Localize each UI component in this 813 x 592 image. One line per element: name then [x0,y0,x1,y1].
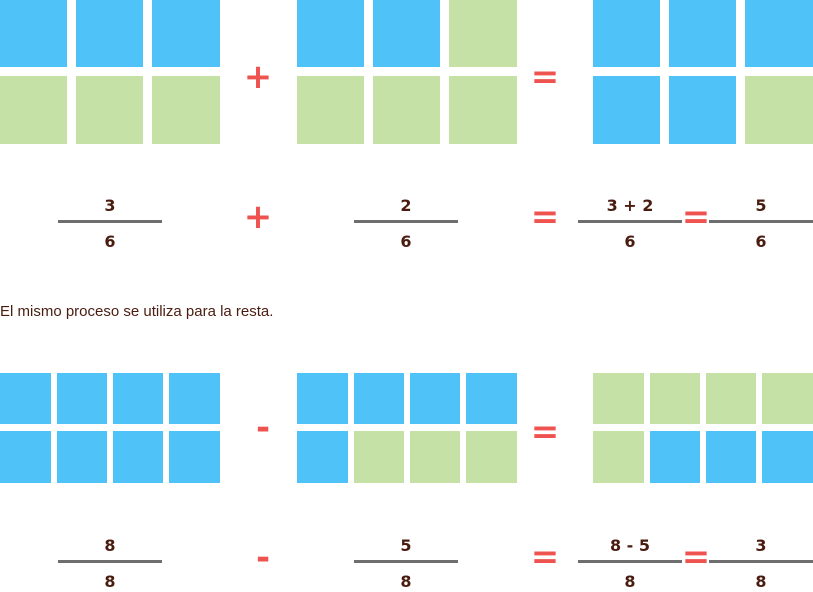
empty-cell [449,0,517,67]
numerator: 3 [755,536,767,555]
fraction-bar [58,220,162,223]
denominator: 8 [624,572,636,591]
fraction-bar [354,220,458,223]
plus-sign: + [243,197,273,237]
numerator: 3 + 2 [606,196,654,215]
fraction-bar [58,560,162,563]
filled-cell [297,373,348,424]
empty-cell [410,431,460,483]
empty-cell [449,76,517,144]
minus-sign: - [255,538,271,578]
filled-cell [0,373,51,424]
filled-cell [57,431,107,483]
filled-cell [57,373,107,424]
subtraction-grid-1 [0,373,220,483]
filled-cell [593,76,660,144]
numerator: 5 [400,536,412,555]
denominator: 6 [400,232,412,251]
addition-grid-1 [0,0,220,144]
empty-cell [373,76,440,144]
denominator: 6 [624,232,636,251]
numerator: 8 - 5 [609,536,651,555]
equals-sign: = [681,197,711,237]
empty-cell [762,373,813,424]
addition-grid-3 [593,0,813,144]
equals-sign: = [530,537,560,577]
filled-cell [297,0,364,67]
subtraction-grid-2 [297,373,517,483]
empty-cell [297,76,364,144]
filled-cell [0,431,51,483]
denominator: 6 [755,232,767,251]
fraction: 8 - 5 8 [578,536,682,592]
minus-sign: - [255,408,271,448]
denominator: 6 [104,232,116,251]
numerator: 3 [104,196,116,215]
equals-sign: = [530,197,560,237]
numerator: 5 [755,196,767,215]
equals-sign: = [681,537,711,577]
filled-cell [169,431,220,483]
filled-cell [745,0,813,67]
filled-cell [113,373,163,424]
filled-cell [169,373,220,424]
empty-cell [593,431,644,483]
empty-cell [152,76,220,144]
filled-cell [76,0,143,67]
fraction-bar [354,560,458,563]
filled-cell [373,0,440,67]
fraction-bar [709,560,813,563]
empty-cell [466,431,517,483]
filled-cell [762,431,813,483]
filled-cell [297,431,348,483]
filled-cell [113,431,163,483]
denominator: 8 [400,572,412,591]
fraction-bar [709,220,813,223]
explanation-text: El mismo proceso se utiliza para la rest… [0,303,274,320]
denominator: 8 [755,572,767,591]
equals-sign: = [530,412,560,452]
equals-sign: = [530,57,560,97]
fraction-bar [578,560,682,563]
filled-cell [650,431,700,483]
denominator: 8 [104,572,116,591]
subtraction-grid-3 [593,373,813,483]
filled-cell [354,373,404,424]
filled-cell [669,76,736,144]
empty-cell [745,76,813,144]
fraction-bar [578,220,682,223]
empty-cell [706,373,756,424]
numerator: 2 [400,196,412,215]
numerator: 8 [104,536,116,555]
filled-cell [152,0,220,67]
empty-cell [650,373,700,424]
filled-cell [466,373,517,424]
filled-cell [0,0,67,67]
filled-cell [669,0,736,67]
filled-cell [410,373,460,424]
plus-sign: + [243,57,273,97]
addition-grid-2 [297,0,517,144]
empty-cell [76,76,143,144]
fraction: 3 + 2 6 [578,196,682,252]
empty-cell [354,431,404,483]
filled-cell [593,0,660,67]
empty-cell [0,76,67,144]
filled-cell [706,431,756,483]
empty-cell [593,373,644,424]
